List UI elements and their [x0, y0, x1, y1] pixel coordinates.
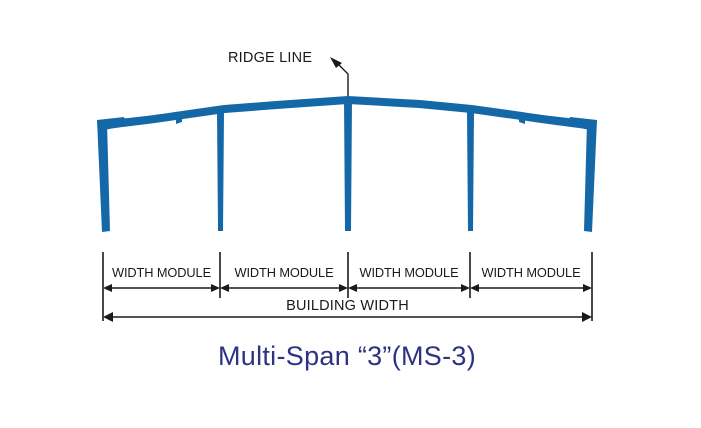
interior-column-2-ridge [344, 100, 352, 231]
building-width-label: BUILDING WIDTH [286, 298, 409, 314]
ridge-leader-line [336, 62, 349, 96]
width-module-label-4: WIDTH MODULE [481, 265, 580, 280]
width-module-label-2: WIDTH MODULE [234, 265, 333, 280]
module-dim-arrow-1-right [211, 284, 220, 292]
module-dim-arrow-2-right [339, 284, 348, 292]
width-module-label-3: WIDTH MODULE [359, 265, 458, 280]
width-module-labels: WIDTH MODULE WIDTH MODULE WIDTH MODULE W… [112, 265, 581, 280]
building-width-arrow-right [582, 312, 592, 322]
module-dim-arrow-2-left [220, 284, 229, 292]
ridge-leader-arrowhead [330, 57, 342, 68]
ridge-line-annotation: RIDGE LINE [228, 50, 349, 96]
rafter-splice-notch-right [519, 116, 525, 124]
module-dim-arrow-3-left [348, 284, 357, 292]
diagram-title: Multi-Span “3”(MS-3) [218, 341, 476, 371]
ridge-line-label: RIDGE LINE [228, 50, 312, 66]
module-dim-arrow-4-left [470, 284, 479, 292]
left-exterior-column [97, 120, 110, 232]
module-dim-arrow-4-right [583, 284, 592, 292]
building-width-dimension: BUILDING WIDTH [103, 298, 592, 322]
building-frame [97, 96, 597, 232]
right-exterior-column [584, 120, 597, 232]
rafter-splice-notch-left [176, 116, 182, 124]
width-module-label-1: WIDTH MODULE [112, 265, 211, 280]
module-dim-arrow-1-left [103, 284, 112, 292]
module-dimension-arrows [103, 284, 592, 292]
dimension-extension-lines [102, 252, 593, 321]
interior-column-1 [217, 113, 224, 231]
building-width-arrow-left [103, 312, 113, 322]
interior-column-3 [467, 112, 474, 231]
module-dim-arrow-3-right [461, 284, 470, 292]
